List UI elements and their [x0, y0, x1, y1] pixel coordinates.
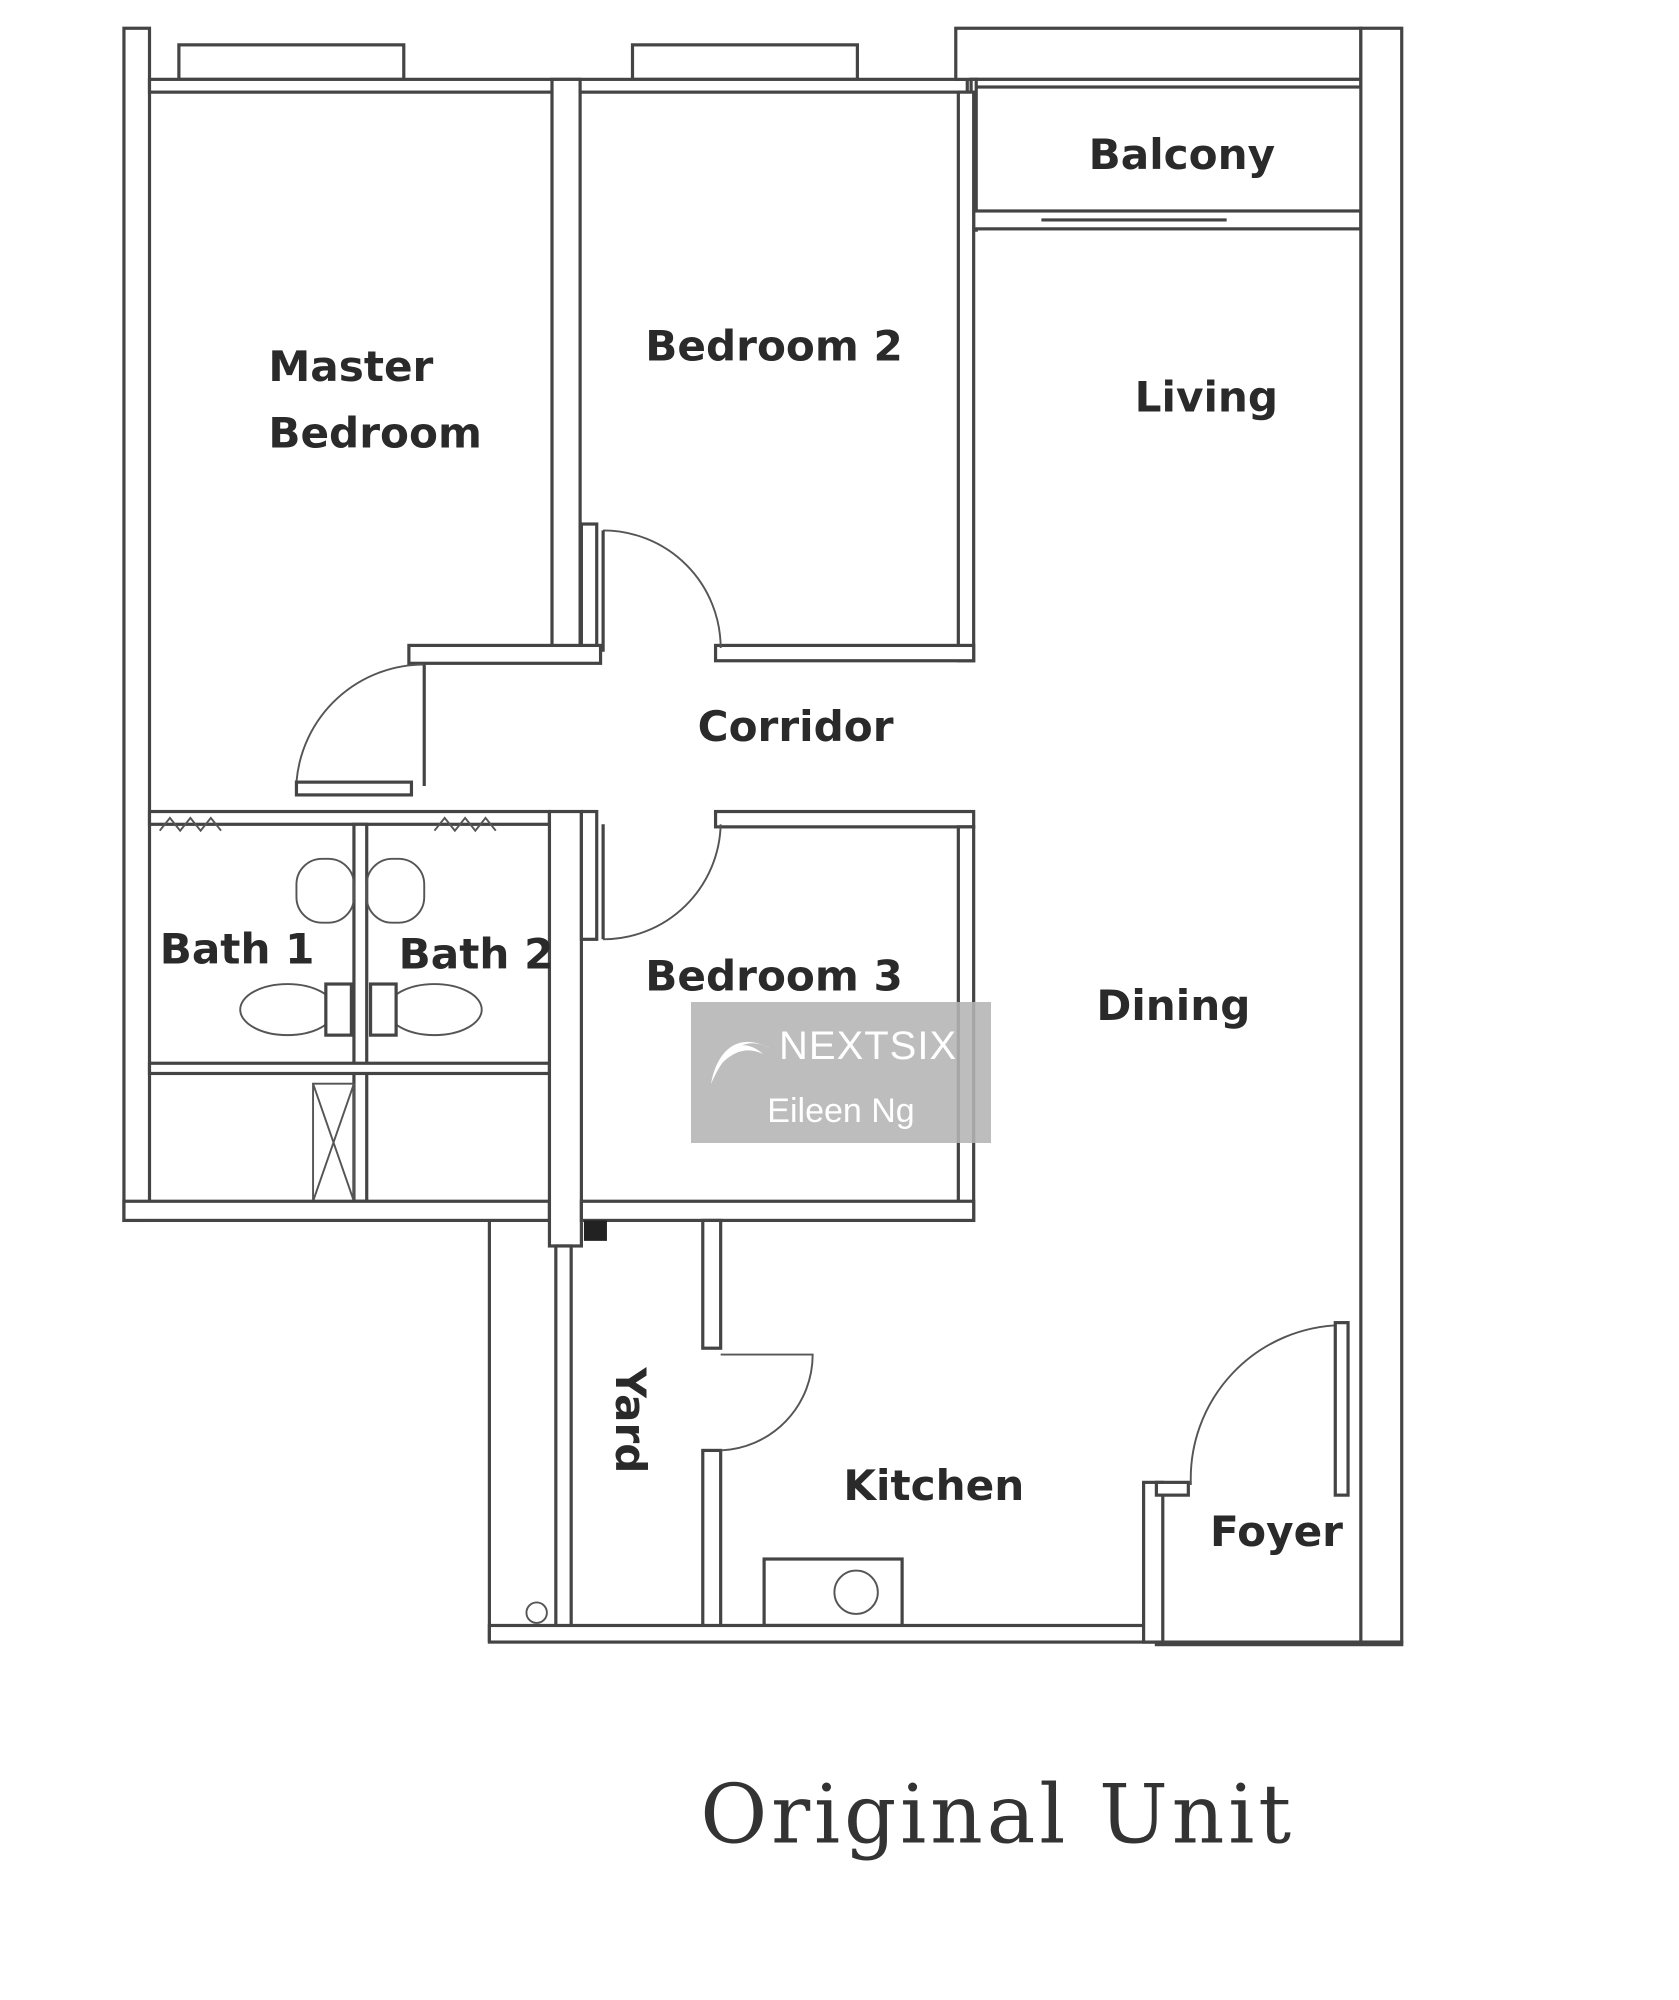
room-label-living: Living [1135, 373, 1278, 422]
room-label-kitchen: Kitchen [843, 1461, 1024, 1510]
room-label-bedroom3: Bedroom 3 [645, 951, 903, 1000]
watermark-brand: NEXTSIX [779, 1024, 958, 1068]
watermark: NEXTSIX Eileen Ng [691, 1002, 991, 1143]
plan-title: Original Unit [700, 1768, 1295, 1863]
room-label-master-line1: Master [268, 342, 433, 391]
room-label-corridor: Corridor [698, 702, 894, 751]
nextsix-logo-icon [711, 1041, 771, 1084]
walls [122, 26, 1404, 1647]
room-label-master-line2: Bedroom [268, 408, 482, 457]
watermark-agent-name: Eileen Ng [767, 1092, 915, 1130]
room-labels: Master Bedroom Bedroom 2 Balcony Living … [160, 130, 1343, 1556]
room-label-bath1: Bath 1 [160, 925, 315, 974]
room-label-bedroom2: Bedroom 2 [645, 321, 903, 370]
room-label-foyer: Foyer [1210, 1507, 1343, 1556]
room-label-balcony: Balcony [1089, 130, 1275, 179]
room-label-yard: Yard [606, 1366, 655, 1473]
room-label-dining: Dining [1096, 981, 1250, 1030]
room-label-bath2: Bath 2 [399, 930, 554, 979]
